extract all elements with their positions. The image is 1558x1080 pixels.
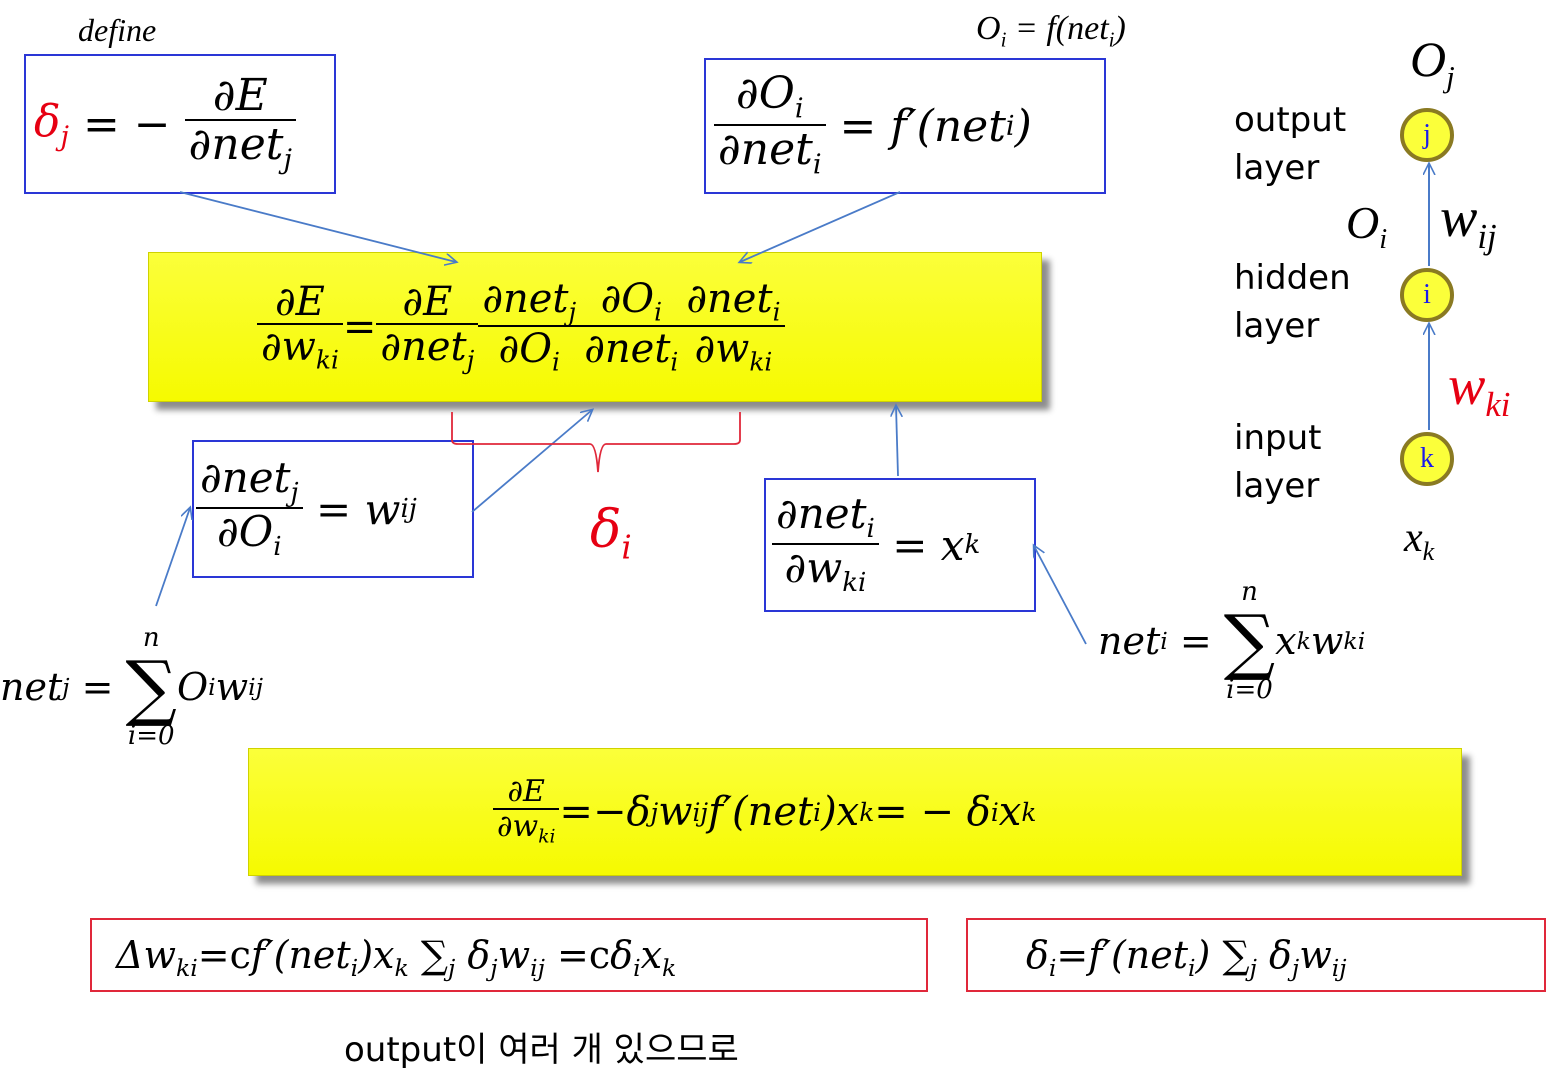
output-o-label: Oj: [1410, 31, 1455, 94]
korean-note: output이 여러 개 있으므로: [344, 1030, 739, 1070]
arrow-netj-box-to-chain: [471, 410, 592, 513]
weight-update-box: Δwki=cf′(neti)xk ∑j δjwij =cδixk: [90, 918, 928, 992]
input-node-k: k: [1400, 432, 1454, 486]
weight-wij-label: wij: [1440, 187, 1497, 257]
arrow-neti-sum-to-box: [1034, 546, 1087, 645]
delta-i-label: δi: [590, 500, 632, 567]
arrow-activation-to-chain: [740, 191, 901, 262]
output-node-j: j: [1400, 108, 1454, 162]
define-label: define: [78, 12, 157, 48]
input-x-label: xk: [1404, 515, 1435, 567]
delta-i-formula-box: δi=f′(neti) ∑j δjwij: [966, 918, 1546, 992]
hidden-node-i: i: [1400, 268, 1454, 322]
arrow-neti-box-to-chain: [896, 406, 898, 477]
arrow-netj-sum-to-box: [155, 508, 190, 607]
output-layer-label: output layer: [1234, 100, 1347, 188]
oi-definition-label: Oi = f(neti): [976, 10, 1126, 52]
input-layer-label: input layer: [1234, 418, 1322, 506]
chain-rule-highlight: ∂E∂wki=∂E∂netj∂netj∂Oi∂Oi∂neti∂neti∂wki: [148, 252, 1042, 402]
weight-wki-label: wki: [1448, 355, 1511, 425]
delta-i-brace: [451, 412, 741, 473]
arrow-define-to-chain: [179, 191, 456, 262]
hidden-o-label: Oi: [1346, 197, 1388, 255]
hidden-layer-label: hidden layer: [1234, 258, 1351, 346]
delta-j-definition-box: δj = − ∂E∂netj: [24, 54, 336, 194]
